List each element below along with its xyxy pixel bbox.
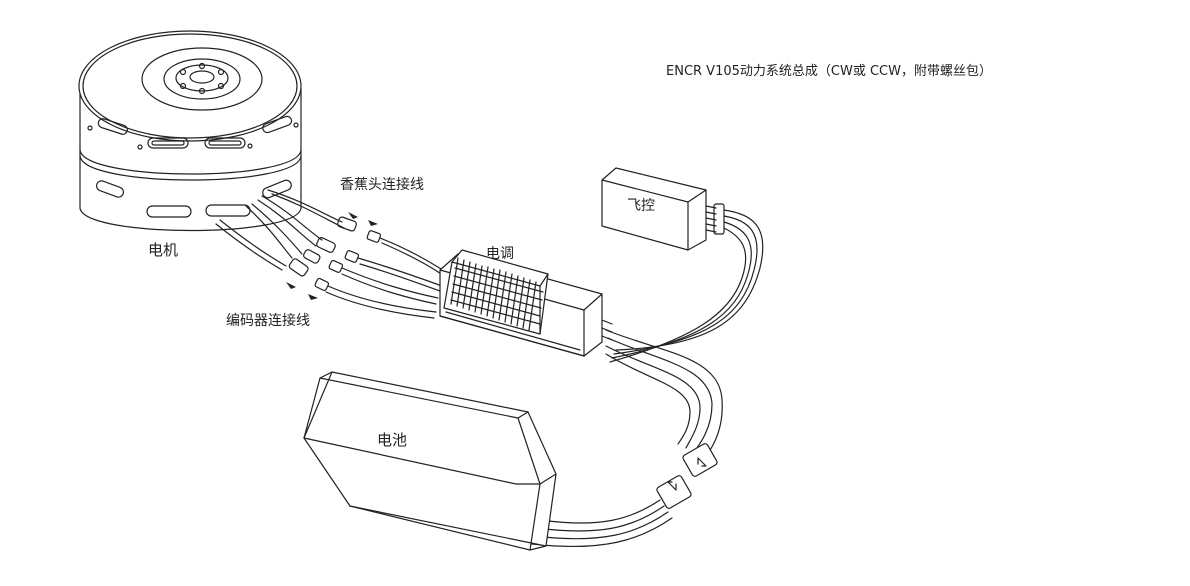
flight-controller-label: 飞控 xyxy=(627,198,655,214)
battery-drawing xyxy=(304,372,556,550)
motor-label: 电机 xyxy=(148,241,179,259)
esc-label: 电调 xyxy=(486,246,514,262)
banana-cable-label: 香蕉头连接线 xyxy=(340,177,424,193)
motor-drawing xyxy=(79,31,301,231)
battery-connectors xyxy=(656,443,718,510)
heatsink-fins xyxy=(451,258,543,330)
banana-connectors xyxy=(288,216,381,291)
esc-input-cables xyxy=(326,238,446,318)
motor-cables xyxy=(216,190,344,270)
battery-cables xyxy=(532,500,672,546)
diagram-title: ENCR V105动力系统总成（CW或 CCW，附带螺丝包） xyxy=(666,64,992,79)
connect-arrows xyxy=(286,212,378,300)
fc-signal-wires xyxy=(610,210,763,362)
flight-controller-drawing xyxy=(602,168,724,250)
esc-drawing xyxy=(440,250,612,356)
encoder-cable-label: 编码器连接线 xyxy=(226,313,310,329)
battery-label: 电池 xyxy=(377,431,408,449)
esc-output-cables xyxy=(606,330,722,456)
